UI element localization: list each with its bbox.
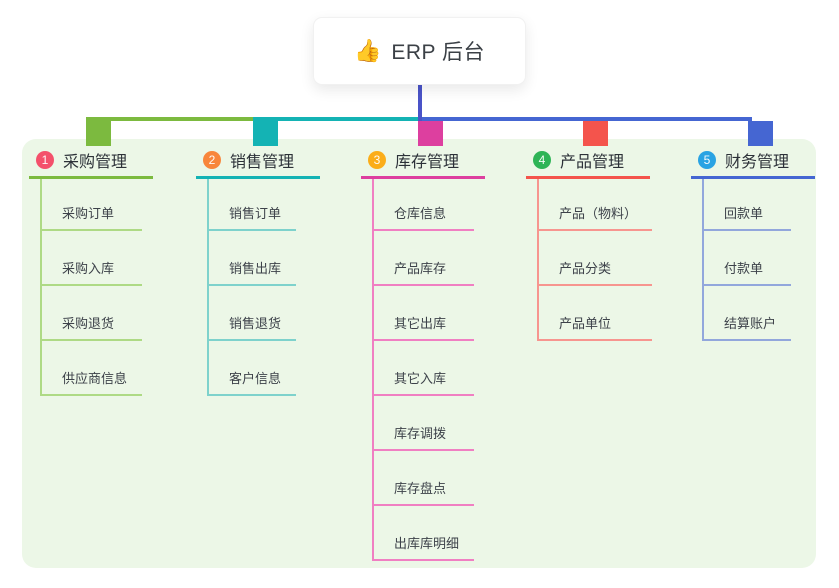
branch-item[interactable]: 销售订单 bbox=[209, 179, 297, 231]
root-connector-line bbox=[417, 84, 422, 121]
branch-items-inventory: 仓库信息产品库存其它出库其它入库库存调拨库存盘点出库库明细 bbox=[372, 179, 475, 561]
branch-inventory: 3 库存管理仓库信息产品库存其它出库其它入库库存调拨库存盘点出库库明细 bbox=[361, 148, 485, 561]
branch-header-purchase[interactable]: 1 采购管理 bbox=[29, 148, 153, 179]
branch-items-product: 产品（物料）产品分类产品单位 bbox=[537, 179, 653, 341]
branch-product: 4 产品管理产品（物料）产品分类产品单位 bbox=[526, 148, 653, 341]
branch-item[interactable]: 仓库信息 bbox=[374, 179, 475, 231]
branch-number-badge-sales: 2 bbox=[203, 151, 221, 169]
root-node-title: ERP 后台 bbox=[391, 41, 486, 64]
thumbs-up-icon: 👍 bbox=[353, 38, 382, 63]
branch-header-product[interactable]: 4 产品管理 bbox=[526, 148, 650, 179]
branch-item[interactable]: 产品（物料） bbox=[539, 179, 653, 231]
branch-number-badge-product: 4 bbox=[533, 151, 551, 169]
branch-item[interactable]: 采购订单 bbox=[42, 179, 143, 231]
connector-drop-inventory bbox=[417, 121, 443, 146]
branch-item[interactable]: 产品分类 bbox=[539, 231, 653, 286]
branch-item[interactable]: 采购退货 bbox=[42, 286, 143, 341]
root-node[interactable]: 👍 ERP 后台 bbox=[313, 17, 526, 85]
branch-item[interactable]: 其它出库 bbox=[374, 286, 475, 341]
branch-title-inventory: 库存管理 bbox=[395, 154, 460, 171]
branch-item[interactable]: 采购入库 bbox=[42, 231, 143, 286]
branch-header-sales[interactable]: 2 销售管理 bbox=[196, 148, 320, 179]
mindmap-panel bbox=[22, 139, 816, 568]
branch-item[interactable]: 产品库存 bbox=[374, 231, 475, 286]
branch-item[interactable]: 结算账户 bbox=[704, 286, 792, 341]
branch-items-purchase: 采购订单采购入库采购退货供应商信息 bbox=[40, 179, 143, 396]
branch-item[interactable]: 销售出库 bbox=[209, 231, 297, 286]
branch-item[interactable]: 供应商信息 bbox=[42, 341, 143, 396]
branch-items-sales: 销售订单销售出库销售退货客户信息 bbox=[207, 179, 297, 396]
branch-number-badge-purchase: 1 bbox=[36, 151, 54, 169]
branch-title-product: 产品管理 bbox=[560, 154, 625, 171]
branch-item[interactable]: 付款单 bbox=[704, 231, 792, 286]
connector-drop-sales bbox=[252, 121, 278, 146]
connector-bus-sales bbox=[252, 117, 422, 121]
branch-number-badge-finance: 5 bbox=[698, 151, 716, 169]
branch-header-inventory[interactable]: 3 库存管理 bbox=[361, 148, 485, 179]
connector-drop-product bbox=[582, 121, 608, 146]
branch-sales: 2 销售管理销售订单销售出库销售退货客户信息 bbox=[196, 148, 320, 396]
branch-purchase: 1 采购管理采购订单采购入库采购退货供应商信息 bbox=[29, 148, 153, 396]
branch-item[interactable]: 客户信息 bbox=[209, 341, 297, 396]
branch-item[interactable]: 出库库明细 bbox=[374, 506, 475, 561]
branch-title-purchase: 采购管理 bbox=[63, 154, 128, 171]
branch-number-badge-inventory: 3 bbox=[368, 151, 386, 169]
branch-header-finance[interactable]: 5 财务管理 bbox=[691, 148, 815, 179]
branch-title-finance: 财务管理 bbox=[725, 154, 790, 171]
branch-title-sales: 销售管理 bbox=[230, 154, 295, 171]
branch-finance: 5 财务管理回款单付款单结算账户 bbox=[691, 148, 815, 341]
branch-item[interactable]: 产品单位 bbox=[539, 286, 653, 341]
branch-item[interactable]: 库存盘点 bbox=[374, 451, 475, 506]
branch-item[interactable]: 销售退货 bbox=[209, 286, 297, 341]
connector-drop-finance bbox=[747, 121, 773, 146]
connector-bus-finance bbox=[417, 117, 752, 121]
branch-item[interactable]: 其它入库 bbox=[374, 341, 475, 396]
connector-drop-purchase bbox=[85, 121, 111, 146]
branch-item[interactable]: 回款单 bbox=[704, 179, 792, 231]
branch-item[interactable]: 库存调拨 bbox=[374, 396, 475, 451]
branch-items-finance: 回款单付款单结算账户 bbox=[702, 179, 792, 341]
